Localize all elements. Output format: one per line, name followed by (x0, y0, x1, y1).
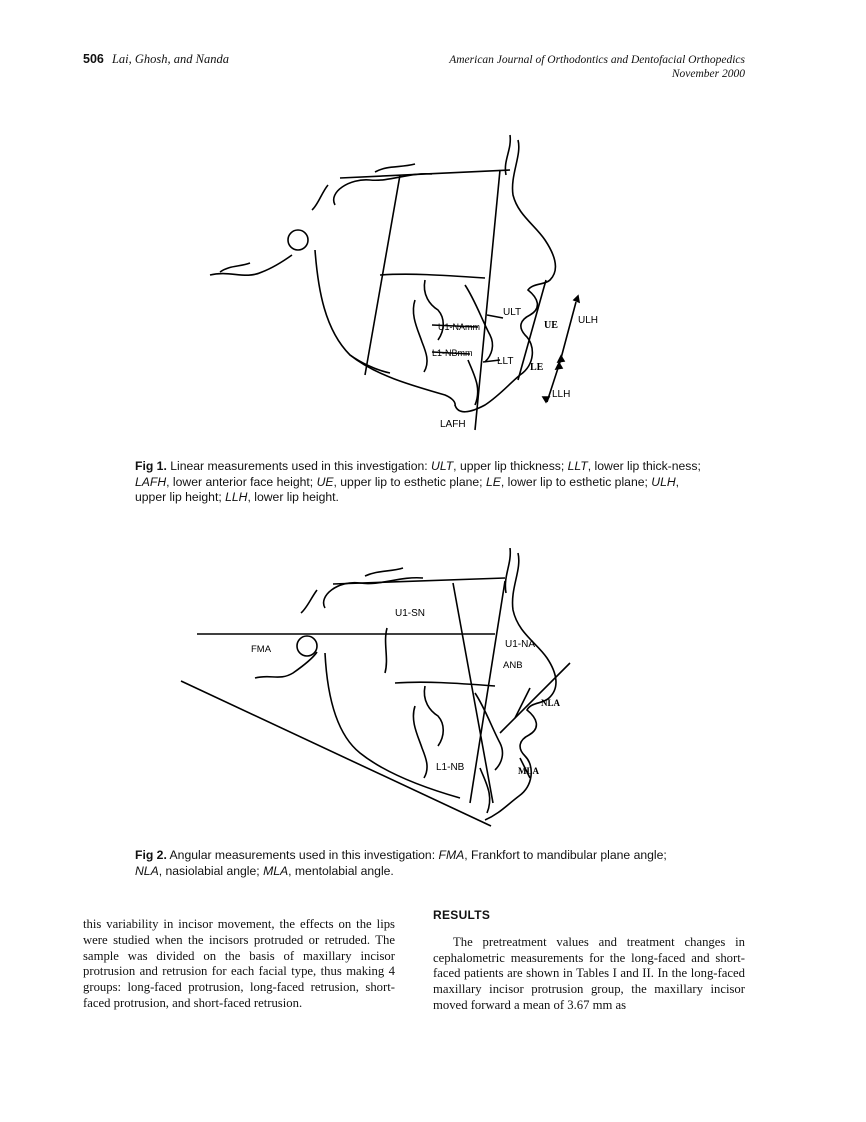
label-u1-sn: U1-SN (395, 608, 425, 619)
fig1-term: LLH (225, 490, 248, 504)
label-mla: MLA (518, 766, 539, 776)
page-number: 506 (83, 52, 104, 66)
label-l1-nb: L1-NB (436, 762, 465, 773)
issue-date: November 2000 (671, 68, 745, 80)
fig2-term: NLA (135, 863, 159, 878)
label-llh: LLH (552, 389, 570, 400)
fig1-def: , lower lip thick-ness; (587, 459, 701, 473)
figure-2-drawing: U1-SN FMA U1-NA ANB NLA L1-NB MLA (180, 548, 571, 827)
fig2-def: , Frankfort to mandibular plane angle; (464, 848, 667, 862)
label-anb: ANB (503, 660, 523, 671)
label-ult: ULT (503, 307, 521, 318)
fig1-def: , upper lip to esthetic plane; (333, 474, 486, 489)
fig2-number: Fig 2. (135, 848, 167, 862)
fig1-term: LE (485, 474, 501, 489)
fig2-def: , nasiolabial angle; (158, 863, 264, 878)
fig1-def: , upper lip thickness; (453, 459, 568, 473)
fig2-def: , mentolabial angle. (288, 863, 394, 878)
figure-1: ULT UE ULH U1-NAmm L1-NBmm LLT LE LLH LA… (200, 130, 620, 440)
fig1-term: LAFH (135, 474, 167, 489)
label-nla: NLA (541, 698, 561, 708)
label-u1-na: U1-NA (505, 639, 535, 650)
running-header-left: 506 Lai, Ghosh, and Nanda (83, 52, 229, 67)
left-column: this variability in incisor movement, th… (83, 917, 395, 1012)
body-paragraph: The pretreatment values and treatment ch… (433, 934, 745, 1012)
fig2-term: FMA (438, 848, 465, 862)
figure-2: U1-SN FMA U1-NA ANB NLA L1-NB MLA (175, 548, 595, 838)
fig1-def: , lower anterior face height; (166, 474, 317, 489)
figure-1-caption: Fig 1. Linear measurements used in this … (135, 459, 705, 506)
label-le: LE (530, 362, 544, 373)
fig1-number: Fig 1. (135, 459, 167, 473)
fig1-caption-text: Linear measurements used in this investi… (166, 459, 432, 473)
label-fma: FMA (251, 644, 272, 655)
section-heading: RESULTS (433, 908, 491, 922)
fig1-def: , lower lip to esthetic plane; (500, 474, 652, 489)
label-llt: LLT (497, 356, 514, 367)
right-column: RESULTS The pretreatment values and trea… (433, 908, 745, 1014)
journal-name: American Journal of Orthodontics and Den… (449, 54, 745, 66)
label-ue: UE (544, 320, 558, 331)
fig1-term: LLT (567, 459, 588, 473)
label-l1-nb: L1-NBmm (432, 348, 473, 358)
fig1-def: , upper lip height; (135, 474, 680, 505)
fig2-term: MLA (263, 863, 289, 878)
figure-2-caption: Fig 2. Angular measurements used in this… (135, 848, 705, 879)
label-ulh: ULH (578, 315, 598, 326)
authors: Lai, Ghosh, and Nanda (111, 52, 230, 66)
label-u1-na: U1-NAmm (438, 322, 480, 332)
fig1-term: ULH (651, 474, 676, 489)
fig1-def: , lower lip height. (247, 490, 339, 504)
fig2-caption-text: Angular measurements used in this invest… (166, 848, 439, 862)
figure-1-drawing: ULT UE ULH U1-NAmm L1-NBmm LLT LE LLH LA… (209, 134, 598, 431)
running-header-right: American Journal of Orthodontics and Den… (449, 53, 745, 81)
body-paragraph: this variability in incisor movement, th… (83, 917, 395, 1010)
fig1-term: ULT (431, 459, 454, 473)
fig1-term: UE (316, 474, 334, 489)
label-lafh: LAFH (440, 419, 466, 430)
